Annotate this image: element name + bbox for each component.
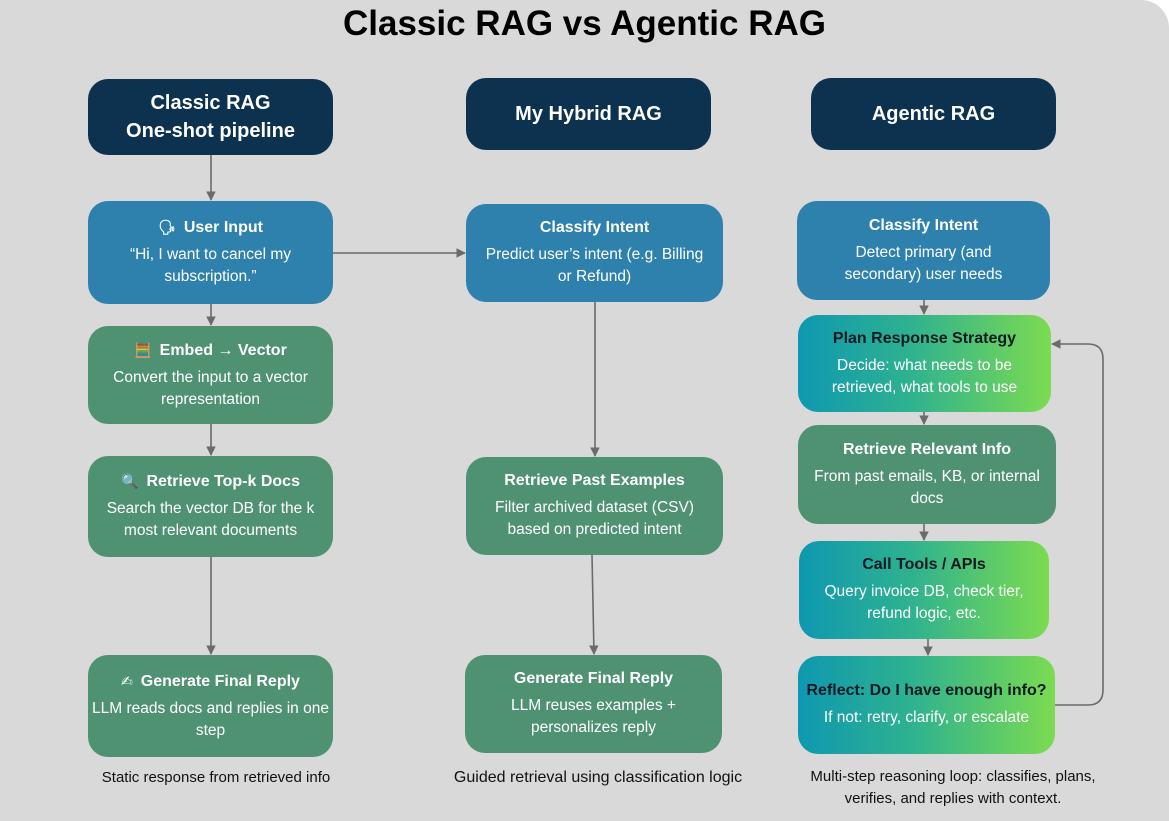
step-title: Retrieve Past Examples — [504, 472, 685, 489]
step-description: “Hi, I want to cancel my subscription.” — [129, 246, 292, 285]
step-title: Generate Final Reply — [140, 672, 300, 690]
step-description: LLM reads docs and replies in one step — [92, 699, 329, 739]
agentic-step-reflect: Reflect: Do I have enough info? If not: … — [798, 656, 1055, 754]
agentic-step-plan: Plan Response Strategy Decide: what need… — [798, 315, 1051, 412]
step-title: Reflect: Do I have enough info? — [806, 682, 1047, 699]
hybrid-step-classify: Classify Intent Predict user’s intent (e… — [466, 204, 723, 302]
step-title: Plan Response Strategy — [832, 329, 1017, 347]
step-description: If not: retry, clarify, or escalate — [823, 709, 1030, 726]
step-title: Retrieve Relevant Info — [842, 440, 1012, 458]
classic-caption: Static response from retrieved info — [101, 769, 331, 786]
step-description: Predict user’s intent (e.g. Billing or R… — [485, 246, 704, 285]
agentic-step-retrieve: Retrieve Relevant Info From past emails,… — [798, 425, 1056, 524]
magnifier-icon: 🔍 — [121, 473, 139, 489]
step-description: Query invoice DB, check tier, refund log… — [824, 583, 1024, 622]
step-title: Embed → Vector — [159, 341, 287, 359]
hybrid-caption: Guided retrieval using classification lo… — [453, 769, 743, 786]
classic-step-embed: 🧮 Embed → Vector Convert the input to a v… — [88, 326, 333, 424]
step-description: Detect primary (and secondary) user need… — [844, 243, 1003, 283]
step-description: Filter archived dataset (CSV) based on p… — [495, 499, 694, 538]
classic-header-title: Classic RAG — [150, 92, 271, 114]
step-description: LLM reuses examples + personalizes reply — [511, 697, 676, 736]
agentic-caption: Multi-step reasoning loop: classifies, p… — [810, 768, 1096, 807]
step-title: Classify Intent — [868, 216, 979, 234]
classic-step-generate: ✍ Generate Final Reply LLM reads docs and… — [88, 655, 333, 757]
agentic-step-classify: Classify Intent Detect primary (and seco… — [797, 201, 1050, 300]
classic-step-retrieve: 🔍 Retrieve Top-k Docs Search the vector D… — [88, 456, 333, 557]
abacus-icon: 🧮 — [134, 341, 152, 358]
arrow-hybrid-retrieve-to-generate — [589, 554, 599, 655]
step-title: Call Tools / APIs — [862, 556, 986, 573]
classic-header-subtitle: One-shot pipeline — [126, 120, 295, 142]
hybrid-step-retrieve: Retrieve Past Examples Filter archived d… — [466, 457, 723, 555]
step-description: Decide: what needs to be retrieved, what… — [831, 356, 1018, 396]
hybrid-step-generate: Generate Final Reply LLM reuses examples… — [465, 655, 722, 753]
writing-hand-icon: ✍ — [121, 672, 133, 689]
classic-rag-header: Classic RAG One-shot pipeline — [88, 79, 333, 155]
agentic-rag-header: Agentic RAG — [811, 78, 1056, 150]
step-description: From past emails, KB, or internal docs — [814, 467, 1040, 507]
step-title: User Input — [183, 219, 263, 236]
step-description: Convert the input to a vector representa… — [113, 368, 308, 408]
classic-step-user-input: 🗣 User Input “Hi, I want to cancel my sub… — [88, 201, 333, 304]
step-description: Search the vector DB for the k most rele… — [106, 500, 315, 539]
arrow-reflect-loop-back — [1051, 339, 1104, 706]
speaking-head-icon: 🗣 — [158, 219, 176, 235]
hybrid-rag-header: My Hybrid RAG — [466, 78, 711, 150]
diagram-title: Classic RAG vs Agentic RAG — [342, 4, 826, 43]
step-title: Generate Final Reply — [513, 670, 674, 687]
agentic-step-tools: Call Tools / APIs Query invoice DB, chec… — [799, 541, 1049, 639]
step-title: Retrieve Top-k Docs — [146, 473, 300, 490]
step-title: Classify Intent — [539, 219, 650, 236]
